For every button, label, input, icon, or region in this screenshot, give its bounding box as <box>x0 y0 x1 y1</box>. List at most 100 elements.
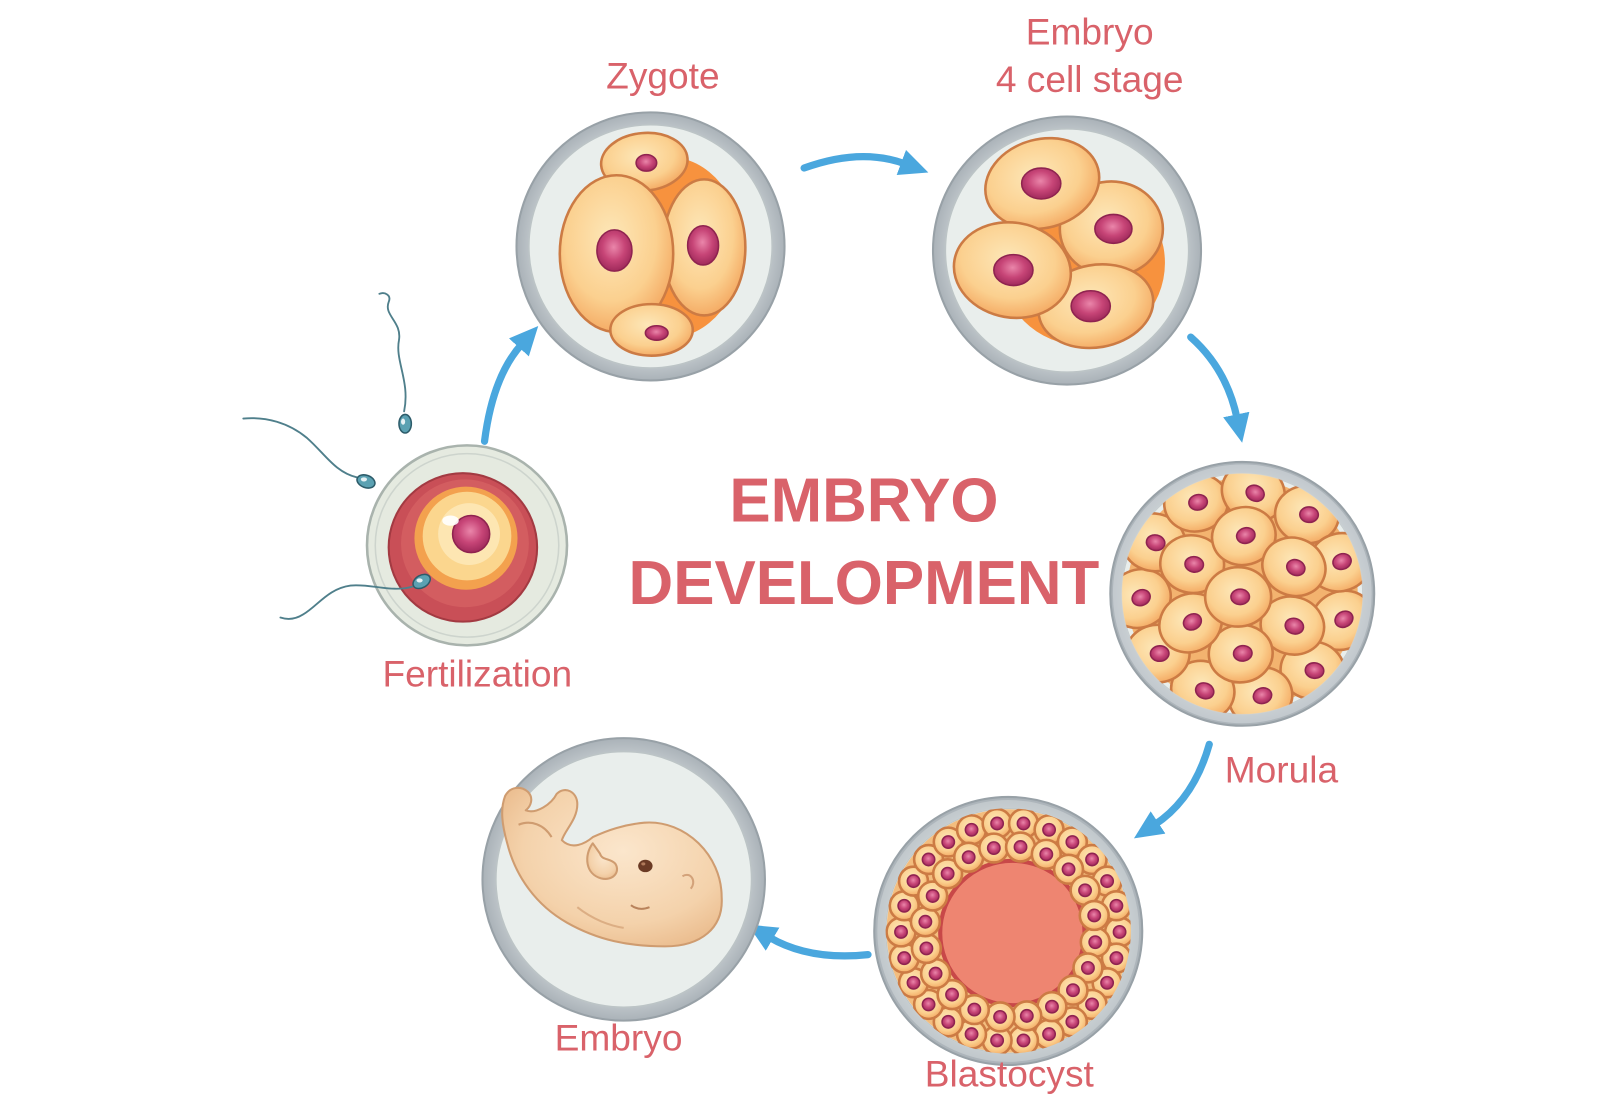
blastocyst-cell <box>912 988 945 1021</box>
egg-nucleus <box>451 514 491 554</box>
cell-nucleus <box>1078 883 1093 898</box>
cell-nucleus <box>1087 908 1102 923</box>
blastocyst-label: Blastocyst <box>925 1053 1095 1095</box>
sperm-1 <box>378 292 413 434</box>
sperm-tail <box>242 417 358 479</box>
morula-cell <box>1203 565 1273 628</box>
cell-nucleus <box>1284 617 1305 635</box>
blastocyst-cell <box>931 857 964 890</box>
cell-nucleus <box>1332 552 1352 571</box>
fertilization-shell-line <box>374 452 560 638</box>
cell-nucleus <box>1066 983 1080 998</box>
cell-nucleus <box>1188 493 1209 511</box>
cell-nucleus <box>1070 289 1112 323</box>
morula-stage <box>1109 460 1376 727</box>
cell-nucleus <box>1020 167 1062 200</box>
cell-nucleus <box>964 1027 979 1042</box>
stage-arrows <box>480 149 1250 960</box>
fetus-leg-line <box>518 821 553 838</box>
blastocyst-cell <box>1078 899 1110 932</box>
fetus-mouth <box>630 904 650 910</box>
egg-highlight <box>442 515 459 526</box>
cell-nucleus <box>1252 687 1273 705</box>
cell-nucleus <box>1080 960 1095 975</box>
blastocyst-cell <box>1057 974 1089 1006</box>
morula-shell-edge-overlay <box>1112 464 1372 724</box>
cell-nucleus <box>894 924 908 939</box>
cell-nucleus <box>940 866 955 881</box>
cell-nucleus <box>1184 555 1205 573</box>
blastocyst-cell <box>1004 831 1037 863</box>
cell-nucleus <box>644 324 669 341</box>
cell-nucleus <box>964 822 979 837</box>
blastocyst-cell <box>1072 952 1104 984</box>
blastocyst-shell-edge-overlay <box>877 799 1140 1062</box>
zygote-cell-left <box>558 173 675 334</box>
cell-nucleus <box>1109 951 1124 966</box>
blastocyst-cell <box>919 957 952 990</box>
sperm-tail <box>279 584 414 620</box>
morula-cell <box>1210 505 1277 567</box>
cell-nucleus <box>1016 1033 1031 1048</box>
sperm-3 <box>279 573 432 620</box>
zygote-stage <box>515 111 786 382</box>
blastocyst-cell <box>910 932 943 965</box>
cell-nucleus <box>993 253 1034 287</box>
cell-nucleus <box>921 997 936 1012</box>
morula-cells <box>1121 473 1363 715</box>
cell-nucleus <box>1013 840 1028 854</box>
cell-nucleus <box>1245 484 1265 503</box>
cell-nucleus <box>596 229 633 272</box>
blastocyst-stage <box>873 795 1144 1066</box>
morula-cell <box>1158 534 1226 595</box>
four-cell-cell-left <box>952 221 1073 320</box>
cell-nucleus <box>993 1009 1008 1024</box>
cell-nucleus <box>1019 1008 1034 1023</box>
zygote-cell-bottom <box>609 302 695 357</box>
cell-nucleus <box>1235 526 1256 545</box>
cell-nucleus <box>1085 852 1100 867</box>
cell-nucleus <box>1230 588 1251 606</box>
cell-nucleus <box>906 874 921 889</box>
sperm-2 <box>242 417 376 489</box>
arrow-blastocyst-to-embryo <box>747 924 872 960</box>
cell-nucleus <box>990 816 1005 831</box>
blastocyst-cell <box>958 993 991 1026</box>
cell-nucleus <box>1042 1027 1057 1042</box>
cell-nucleus <box>990 1033 1005 1048</box>
blastocyst-cell <box>1011 1000 1043 1032</box>
cell-nucleus <box>945 987 960 1002</box>
cell-nucleus <box>1100 975 1115 990</box>
blastocyst-cell <box>1069 874 1101 907</box>
zygote-cell-right <box>661 178 747 317</box>
cell-nucleus <box>1088 935 1103 950</box>
cell-nucleus <box>1285 558 1306 577</box>
cell-nucleus <box>961 850 976 865</box>
cell-nucleus <box>1304 662 1325 680</box>
blastocyst-cell <box>909 906 942 938</box>
cell-nucleus <box>1109 898 1124 913</box>
cell-nucleus <box>1232 644 1253 662</box>
cell-nucleus <box>1065 1014 1080 1029</box>
cell-nucleus <box>928 966 943 981</box>
fetus-arm <box>586 842 619 880</box>
four-cell-label-line-1: Embryo <box>1026 10 1154 52</box>
sperm-head-highlight <box>360 477 368 482</box>
fetus-ear <box>681 874 695 890</box>
blastocyst-cell <box>1030 838 1063 871</box>
cell-nucleus <box>897 898 912 913</box>
arrow-fertilization-to-zygote <box>480 325 539 445</box>
cell-nucleus <box>925 889 940 903</box>
cell-nucleus <box>1016 816 1031 831</box>
cell-nucleus <box>941 1014 956 1029</box>
cell-nucleus <box>1061 862 1076 877</box>
blastocyst-cell <box>984 1001 1016 1033</box>
morula-cell-cluster <box>1121 473 1363 715</box>
cell-nucleus <box>1039 847 1054 862</box>
cell-nucleus <box>919 941 934 956</box>
blastocyst-cell <box>1036 990 1068 1023</box>
four-cell-cell-top-left <box>984 136 1101 231</box>
sperm-head-highlight <box>401 418 406 425</box>
blastocyst-cell <box>885 916 917 948</box>
